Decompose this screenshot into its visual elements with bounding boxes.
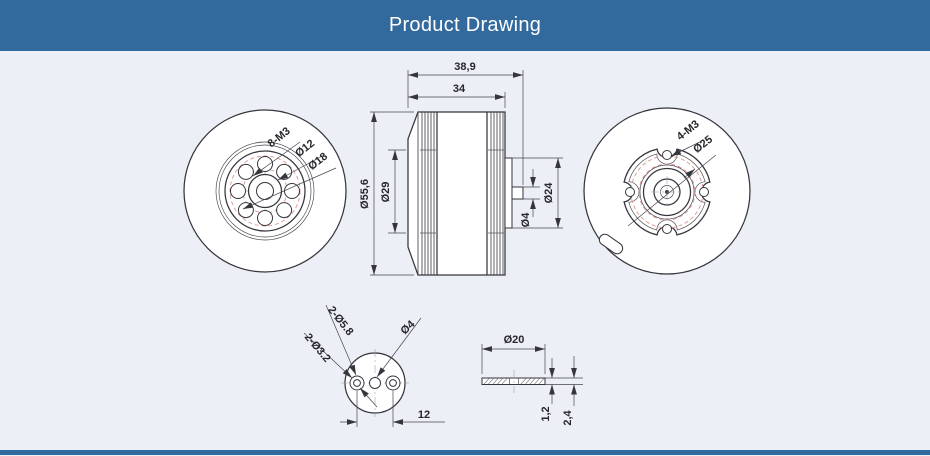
page-title: Product Drawing [388,14,542,36]
adapter-inner-hole-label: 2-Ø3.2 [302,331,333,364]
dim-overall-length: 38,9 [454,61,475,73]
adapter-outer-hole-label: 2-Ø5.8 [325,304,355,338]
rear-screw-holes [625,150,709,234]
dim-body-length: 34 [453,83,466,95]
washer-view: Ø20 [481,334,583,426]
dim-mount-diameter: Ø24 [543,182,555,204]
adapter-hole-spacing-label: 12 [418,409,430,421]
rear-wire-exit-slot [598,233,624,255]
header-bar: Product Drawing [0,0,930,51]
front-view: 8-M3 Ø12 Ø18 [183,109,347,273]
adapter-spacing-dimension: 12 [340,391,445,427]
side-dimensions: 38,9 34 Ø55,6 Ø29 Ø24 [359,61,563,276]
dim-shaft-diameter: Ø4 [520,212,532,228]
adapter-center-hole-label: Ø4 [398,318,418,337]
washer-diameter-label: Ø20 [504,334,525,346]
side-shaft [511,186,524,200]
washer-hatching [483,378,545,385]
rear-view: 4-M3 Ø25 [583,107,751,275]
side-rear-mount [504,157,513,229]
washer-section [481,377,546,385]
side-right-ribs [486,112,504,275]
side-left-ribs [420,112,438,275]
washer-thickness-dimensions: 1,2 2,4 [540,356,583,426]
side-motor-body [407,111,506,276]
washer-thickness-flat-label: 1,2 [540,406,552,421]
adapter-view: 2-Ø5.8 2-Ø3.2 Ø4 12 [302,304,445,427]
side-view: 38,9 34 Ø55,6 Ø29 Ø24 [359,61,563,276]
footer-accent-bar [0,450,930,455]
dim-stator-diameter: Ø29 [380,182,392,203]
adapter-holes [349,375,401,391]
washer-thickness-total-label: 2,4 [562,409,574,425]
dim-outer-diameter: Ø55,6 [359,179,371,209]
